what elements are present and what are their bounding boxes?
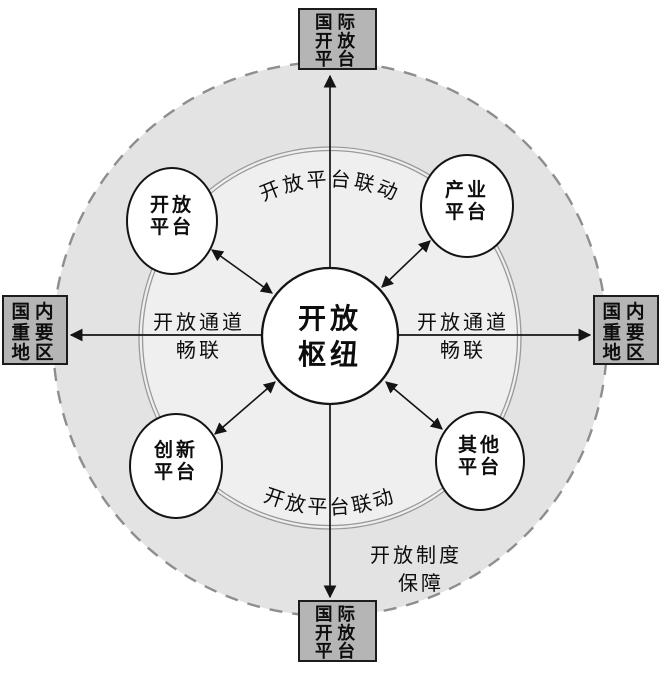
industry-platform-label-line2: 平台 [445, 200, 489, 223]
left-box-line1: 国内 [11, 301, 58, 323]
open-platform-circle [126, 167, 218, 275]
hub-label-line2: 枢纽 [298, 338, 362, 371]
platform-node-industry: 产业 平台 [420, 154, 514, 258]
hub-platform-arrows [211, 240, 443, 435]
spoke-industry-platform [381, 240, 431, 288]
right-box-line3: 地区 [602, 342, 649, 364]
left-box-rect [2, 295, 68, 365]
edge-box-right: 国内 重要 地区 [593, 295, 659, 365]
right-box-line1: 国内 [602, 301, 649, 323]
right-box-line2: 重要 [602, 322, 649, 344]
left-channel-line2: 畅联 [176, 338, 222, 362]
industry-platform-label-line1: 产业 [445, 178, 489, 201]
bottom-box-line1: 国际 [315, 604, 360, 624]
spoke-other-platform [385, 381, 443, 430]
institution-line1: 开放制度 [370, 543, 462, 567]
bottom-box-line2: 开放 [315, 623, 360, 643]
open-platform-label-line2: 平台 [150, 215, 194, 238]
institution-label: 开放制度 保障 [370, 543, 462, 595]
bottom-box-rect [298, 600, 377, 662]
right-channel-label: 开放通道 畅联 [417, 310, 509, 362]
innovation-platform-circle [129, 413, 223, 519]
right-channel-line2: 畅联 [440, 338, 486, 362]
hub-circle [260, 266, 400, 406]
right-box-rect [593, 295, 659, 365]
axis-arrows [69, 74, 592, 599]
hub-label-line1: 开放 [298, 302, 362, 335]
left-box-line3: 地区 [11, 342, 58, 364]
platform-node-other: 其他 平台 [435, 411, 525, 511]
top-box-line2: 开放 [315, 31, 360, 51]
top-box-line1: 国际 [315, 12, 360, 32]
spoke-open-platform [211, 249, 273, 294]
top-box-rect [298, 8, 377, 70]
other-platform-circle [435, 411, 525, 511]
other-platform-label-line1: 其他 [458, 433, 502, 456]
other-platform-label-line2: 平台 [458, 455, 502, 478]
left-channel-line1: 开放通道 [153, 310, 245, 334]
top-box-line3: 平台 [315, 49, 360, 69]
platform-node-open: 开放 平台 [126, 167, 218, 275]
platform-node-innovation: 创新 平台 [129, 413, 223, 519]
right-channel-line1: 开放通道 [417, 310, 509, 334]
edge-box-bottom: 国际 开放 平台 [298, 600, 377, 662]
open-platform-label-line1: 开放 [150, 193, 194, 216]
edge-box-left: 国内 重要 地区 [2, 295, 68, 365]
innovation-platform-label-line1: 创新 [153, 438, 198, 461]
innovation-platform-label-line2: 平台 [154, 460, 198, 483]
left-box-line2: 重要 [11, 322, 58, 344]
spoke-innovation-platform [214, 381, 276, 435]
hub-node: 开放 枢纽 [260, 266, 400, 406]
institution-line2: 保障 [398, 571, 444, 595]
industry-platform-circle [420, 154, 514, 258]
left-channel-label: 开放通道 畅联 [153, 310, 245, 362]
edge-box-top: 国际 开放 平台 [298, 8, 377, 70]
bottom-box-line3: 平台 [315, 641, 360, 661]
